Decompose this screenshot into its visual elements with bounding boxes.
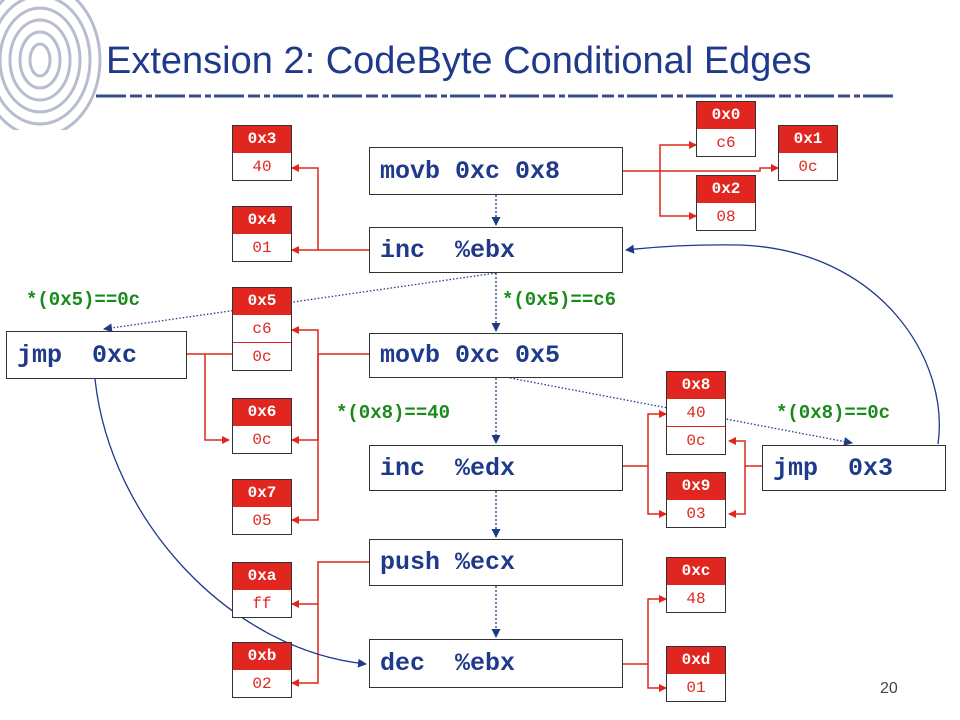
- memory-address: 0x6: [233, 399, 291, 425]
- edge-movb1-0x2: [659, 171, 697, 220]
- memory-byte: 05: [233, 506, 291, 534]
- memory-address: 0xd: [667, 647, 725, 673]
- memory-byte: ff: [233, 589, 291, 617]
- memory-cell-0x3: 0x3 40: [232, 125, 292, 181]
- edge-movb1-0x1: [660, 164, 779, 172]
- memory-cell-0xd: 0xd 01: [666, 646, 726, 702]
- edge-movb2-0x7: [291, 354, 319, 524]
- edge-jmp-0x3-0x9: [728, 466, 746, 518]
- edge-push-0xb: [291, 604, 319, 687]
- memory-cell-0xa: 0xa ff: [232, 562, 292, 618]
- edge-inc-edx-0x8: [623, 410, 667, 467]
- memory-cell-0x5: 0x5 c6 0c: [232, 287, 292, 371]
- memory-address: 0x9: [667, 473, 725, 499]
- edge-jmp-0xc-0x6: [204, 354, 230, 444]
- memory-byte: 40: [233, 152, 291, 180]
- memory-address: 0x2: [697, 176, 755, 202]
- memory-cell-0x8: 0x8 40 0c: [666, 371, 726, 455]
- instruction-inc-ebx[interactable]: inc %ebx: [369, 227, 623, 273]
- page-title: Extension 2: CodeByte Conditional Edges: [106, 40, 812, 82]
- instruction-movb-0xc-0x8[interactable]: movb 0xc 0x8: [369, 147, 623, 195]
- memory-byte: c6: [697, 128, 755, 156]
- instruction-push-ecx[interactable]: push %ecx: [369, 539, 623, 586]
- memory-address: 0x8: [667, 372, 725, 398]
- flow-inc-jmp0xc: [103, 272, 497, 333]
- memory-address: 0x7: [233, 480, 291, 506]
- condition-label-0x5-0c: *(0x5)==0c: [26, 289, 141, 311]
- edge-inc-ebx-0x3: [291, 164, 369, 251]
- memory-cell-0x0: 0x0 c6: [696, 101, 756, 157]
- memory-byte-alternate: 0c: [667, 426, 725, 454]
- condition-label-0x8-40: *(0x8)==40: [336, 402, 451, 424]
- memory-cell-0x2: 0x2 08: [696, 175, 756, 231]
- flow-jmp0x3-inc: [625, 244, 940, 445]
- memory-address: 0x4: [233, 207, 291, 233]
- instruction-inc-edx[interactable]: inc %edx: [369, 445, 623, 491]
- edge-movb2-0x5: [291, 326, 369, 355]
- memory-cell-0x7: 0x7 05: [232, 479, 292, 535]
- memory-byte-alternate: 0c: [233, 342, 291, 370]
- edge-dec-0xc: [623, 595, 667, 665]
- memory-cell-0x4: 0x4 01: [232, 206, 292, 262]
- memory-byte: 01: [667, 673, 725, 701]
- memory-cell-0xb: 0xb 02: [232, 642, 292, 698]
- memory-byte: 40: [667, 398, 725, 426]
- control-flow: [94, 195, 940, 668]
- edge-movb1-0x0: [623, 141, 697, 172]
- memory-address: 0xc: [667, 558, 725, 584]
- condition-label-0x8-0c: *(0x8)==0c: [776, 402, 891, 424]
- instruction-dec-ebx[interactable]: dec %ebx: [369, 639, 623, 688]
- memory-address: 0x1: [779, 126, 837, 152]
- condition-label-0x5-c6: *(0x5)==c6: [502, 289, 617, 311]
- memory-cell-0xc: 0xc 48: [666, 557, 726, 613]
- edge-jmp-0x3-0x8b: [728, 437, 762, 467]
- memory-cell-0x6: 0x6 0c: [232, 398, 292, 454]
- memory-byte: 0c: [779, 152, 837, 180]
- instruction-jmp-0x3[interactable]: jmp 0x3: [762, 445, 946, 491]
- memory-byte: 03: [667, 499, 725, 527]
- memory-byte: 08: [697, 202, 755, 230]
- memory-byte: 48: [667, 584, 725, 612]
- edge-movb2-0x6: [291, 354, 319, 444]
- memory-address: 0x5: [233, 288, 291, 314]
- page-number: 20: [880, 680, 898, 697]
- instruction-jmp-0xc[interactable]: jmp 0xc: [6, 331, 187, 379]
- memory-address: 0x3: [233, 126, 291, 152]
- memory-address: 0x0: [697, 102, 755, 128]
- memory-address: 0xb: [233, 643, 291, 669]
- memory-address: 0xa: [233, 563, 291, 589]
- title-underline: [96, 94, 896, 98]
- memory-byte: 0c: [233, 425, 291, 453]
- memory-cell-0x1: 0x1 0c: [778, 125, 838, 181]
- flow-jmp0xc-dec: [94, 378, 367, 668]
- memory-byte: c6: [233, 314, 291, 342]
- edge-inc-edx-0x9: [647, 466, 667, 518]
- memory-byte: 02: [233, 669, 291, 697]
- byte-edges: [187, 141, 779, 692]
- instruction-movb-0xc-0x5[interactable]: movb 0xc 0x5: [369, 333, 623, 378]
- edge-dec-0xd: [647, 664, 667, 692]
- fingerprint-logo: [0, 0, 102, 130]
- memory-cell-0x9: 0x9 03: [666, 472, 726, 528]
- edge-push-0xa: [291, 561, 369, 608]
- memory-byte: 01: [233, 233, 291, 261]
